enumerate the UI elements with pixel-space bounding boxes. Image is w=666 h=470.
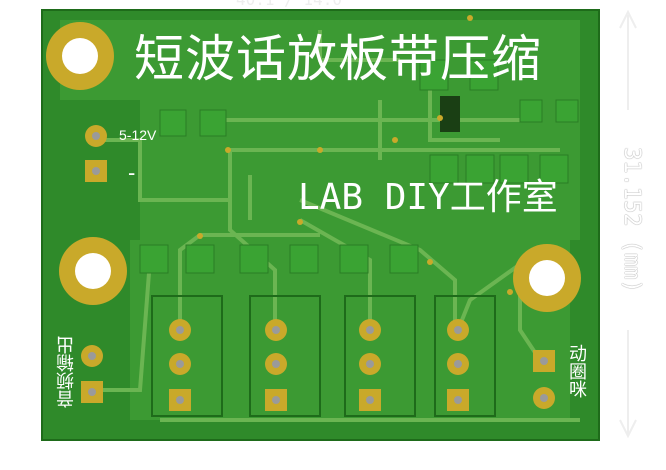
traces xyxy=(98,30,580,422)
power-label: 5-12V xyxy=(119,127,157,143)
vias xyxy=(197,15,513,295)
minus-label: - xyxy=(128,160,136,185)
dimension-label: 31.152 (mm) xyxy=(619,147,644,293)
mounting-holes xyxy=(46,22,581,312)
ic-chip xyxy=(440,96,460,132)
component-outlines xyxy=(151,295,496,417)
through-hole-pins xyxy=(81,125,555,411)
board-subtitle: LAB DIY工作室 xyxy=(298,177,558,218)
audio-out-label: 音频输出 xyxy=(56,336,77,408)
component-pads xyxy=(139,59,579,274)
mic-label: 动圈咪 xyxy=(566,344,587,398)
board-title: 短波话放板带压缩 xyxy=(134,30,542,88)
dimension-line xyxy=(619,9,637,439)
top-dimension-label: 40.1 / 14.0 xyxy=(236,0,342,9)
